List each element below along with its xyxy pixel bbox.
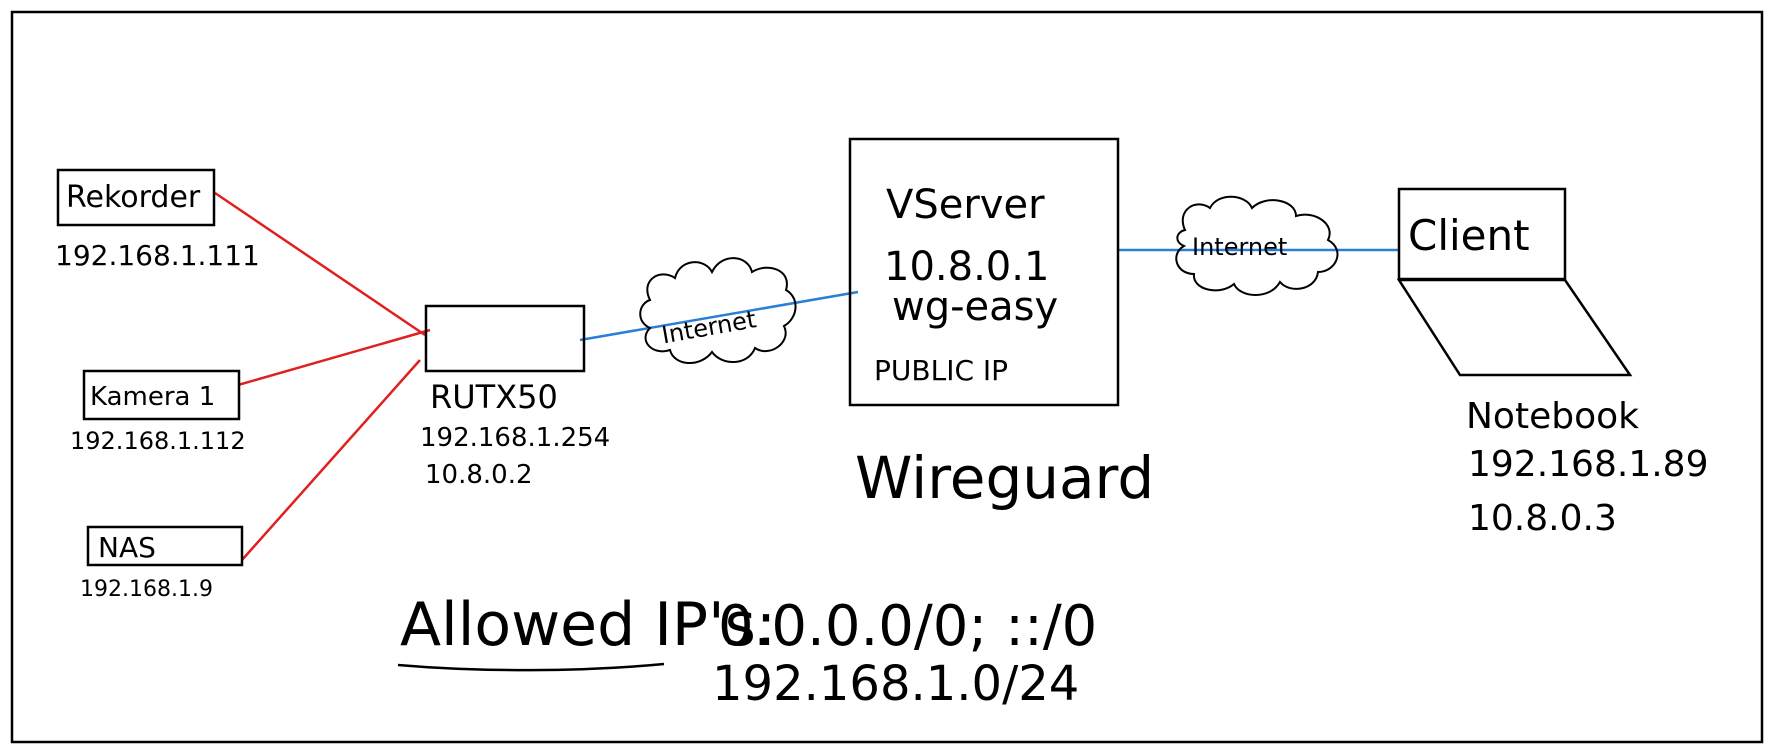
internet-label-1: Internet [660, 305, 759, 349]
server-ip: 10.8.0.1 [884, 244, 1049, 290]
rekorder-label: Rekorder [66, 180, 201, 215]
kamera-ip: 192.168.1.112 [70, 427, 246, 455]
link-nas-router [241, 359, 421, 561]
notebook-name: Notebook [1466, 396, 1639, 437]
server-public-ip: PUBLIC IP [874, 354, 1008, 387]
notebook-ip-lan: 192.168.1.89 [1468, 444, 1708, 485]
allowed-ips-value-2: 192.168.1.0/24 [712, 656, 1079, 712]
server-caption: Wireguard [855, 444, 1154, 512]
kamera-box [82, 369, 241, 421]
diagram-frame [10, 10, 1764, 744]
link-kamera-router [237, 328, 431, 387]
notebook-screen-label: Client [1408, 211, 1530, 260]
internet-cloud-1 [639, 257, 797, 364]
allowed-ips-label: Allowed IP's: [400, 590, 776, 660]
router-name: RUTX50 [430, 378, 558, 416]
allowed-ips-value-1: 0.0.0.0/0; ::/0 [718, 594, 1097, 659]
nas-ip: 192.168.1.9 [80, 577, 213, 602]
allowed-ips-underline [397, 662, 665, 672]
rekorder-box [56, 168, 216, 227]
notebook-keyboard [1396, 278, 1633, 377]
kamera-label: Kamera 1 [90, 382, 215, 412]
server-software: wg-easy [892, 284, 1058, 330]
router-ip-vpn: 10.8.0.2 [425, 460, 533, 490]
notebook-ip-vpn: 10.8.0.3 [1468, 498, 1617, 539]
link-rekorder-router [214, 191, 426, 337]
nas-label: NAS [98, 531, 156, 564]
internet-cloud-2 [1175, 195, 1339, 296]
router-ip-lan: 192.168.1.254 [420, 423, 610, 453]
link-router-server [579, 290, 859, 342]
rekorder-ip: 192.168.1.111 [55, 239, 260, 272]
nas-box [86, 525, 244, 567]
server-name: VServer [886, 182, 1045, 228]
router-box [424, 304, 586, 373]
internet-label-2: Internet [1192, 233, 1287, 261]
server-box [848, 137, 1120, 407]
